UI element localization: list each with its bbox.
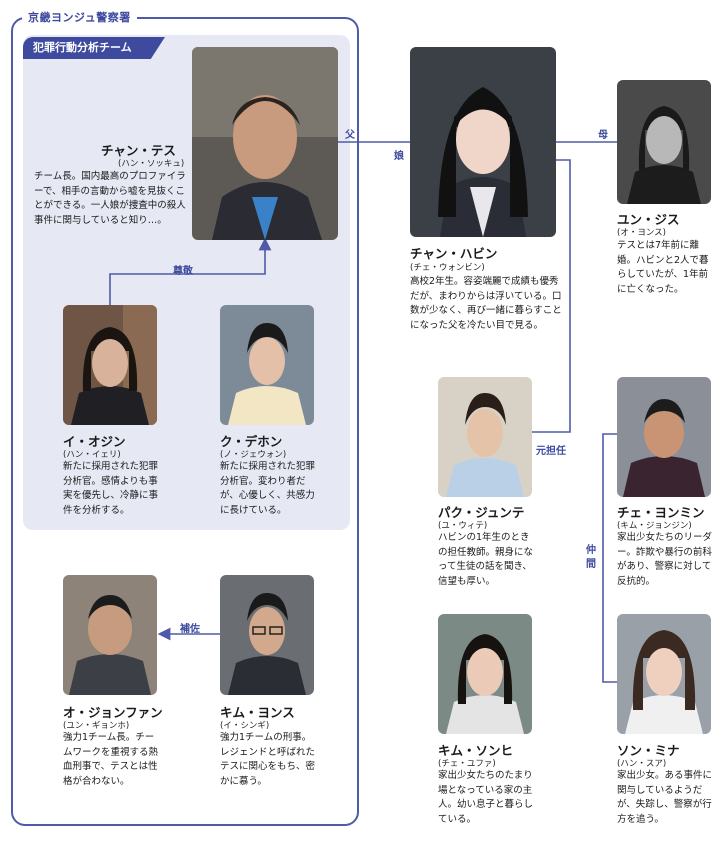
desc-kimu-yonsu: 強力1チームの刑事。レジェンドと呼ばれたテスに関心をもち、密かに慕う。 <box>220 732 316 787</box>
photo-yun-jisu <box>617 80 711 204</box>
photo-o-jonfan <box>63 575 157 695</box>
name-o-jonfan: オ・ジョンファン <box>63 705 163 720</box>
name-son-mina: ソン・ミナ <box>617 743 680 758</box>
name-i-ojin: イ・オジン <box>63 434 126 449</box>
line-former-teacher <box>532 159 571 433</box>
desc-kimu-sonhi: 家出少女たちのたまり場となっている家の主人。幼い息子と暮らしている。 <box>438 770 534 825</box>
police-station-frame <box>11 17 359 826</box>
photo-i-ojin <box>63 305 157 425</box>
photo-chan-habin <box>410 47 556 237</box>
reading-chan-tes: (ハン・ソッキュ) <box>118 159 185 169</box>
name-kimu-sonhi: キム・ソンヒ <box>438 743 514 758</box>
relation-mother-label: 母 <box>598 130 608 141</box>
photo-che-yonmin <box>617 377 711 497</box>
reading-i-ojin: (ハン・イェリ) <box>63 450 121 460</box>
relation-daughter-label: 娘 <box>394 151 404 162</box>
desc-i-ojin: 新たに採用された犯罪分析官。感情よりも事実を優先し、冷静に事件を分析する。 <box>63 461 159 516</box>
reading-ku-dehon: (ノ・ジェウォン) <box>220 450 287 460</box>
relation-companions-label: 仲間 <box>586 545 596 570</box>
name-ku-dehon: ク・デホン <box>220 434 283 449</box>
desc-chan-habin: 高校2年生。容姿端麗で成績も優秀だが、まわりからは浮いている。口数が少なく、再び… <box>410 276 562 331</box>
name-kimu-yonsu: キム・ヨンス <box>220 705 295 720</box>
name-che-yonmin: チェ・ヨンミン <box>617 505 705 520</box>
police-station-title: 京畿ヨンジュ警察署 <box>22 9 137 25</box>
reading-yun-jisu: (オ・ヨンス) <box>617 228 666 238</box>
photo-paku-junte <box>438 377 532 497</box>
reading-chan-habin: (チェ・ウォンビン) <box>410 263 485 273</box>
relation-respect-label: 尊敬 <box>173 266 193 277</box>
team-title: 犯罪行動分析チーム <box>23 37 165 59</box>
desc-ku-dehon: 新たに採用された犯罪分析官。変わり者だが、心優しく、共感力に長けている。 <box>220 461 316 516</box>
name-yun-jisu: ユン・ジス <box>617 212 680 227</box>
line-respect <box>109 237 272 305</box>
reading-paku-junte: (ユ・ウィテ) <box>438 521 488 531</box>
name-chan-tes: チャン・テス <box>101 143 176 158</box>
desc-che-yonmin: 家出少女たちのリーダー。詐欺や暴行の前科があり、警察に対して反抗的。 <box>617 532 713 587</box>
photo-son-mina <box>617 614 711 734</box>
reading-o-jonfan: (ユン・ギョンホ) <box>63 721 130 731</box>
desc-o-jonfan: 強力1チーム長。チームワークを重視する熱血刑事で、テスとは性格が合わない。 <box>63 732 159 787</box>
reading-son-mina: (ハン・スア) <box>617 759 667 769</box>
reading-kimu-sonhi: (チェ・ユファ) <box>438 759 496 769</box>
name-chan-habin: チャン・ハビン <box>410 246 498 261</box>
relation-assist-label: 補佐 <box>180 624 200 635</box>
relation-father-label: 父 <box>345 130 355 141</box>
reading-kimu-yonsu: (イ・シンギ) <box>220 721 270 731</box>
relation-former-teacher-label: 元担任 <box>536 446 566 457</box>
photo-ku-dehon <box>220 305 314 425</box>
name-paku-junte: パク・ジュンテ <box>438 505 525 520</box>
desc-son-mina: 家出少女。ある事件に関与しているようだが、失踪し、警察が行方を追う。 <box>617 770 713 825</box>
desc-chan-tes: チーム長。国内最高のプロファイラーで、相手の言動から嘘を見抜くことができる。一人… <box>34 171 186 226</box>
reading-che-yonmin: (キム・ジョンジン) <box>617 521 692 531</box>
desc-paku-junte: ハビンの1年生のときの担任教師。親身になって生徒の話を聞き、信望も厚い。 <box>438 532 534 587</box>
photo-chan-tes <box>192 47 338 240</box>
desc-yun-jisu: テスとは7年前に離婚。ハビンと2人で暮らしていたが、1年前に亡くなった。 <box>617 240 709 295</box>
line-companions <box>602 433 617 683</box>
photo-kimu-yonsu <box>220 575 314 695</box>
photo-kimu-sonhi <box>438 614 532 734</box>
